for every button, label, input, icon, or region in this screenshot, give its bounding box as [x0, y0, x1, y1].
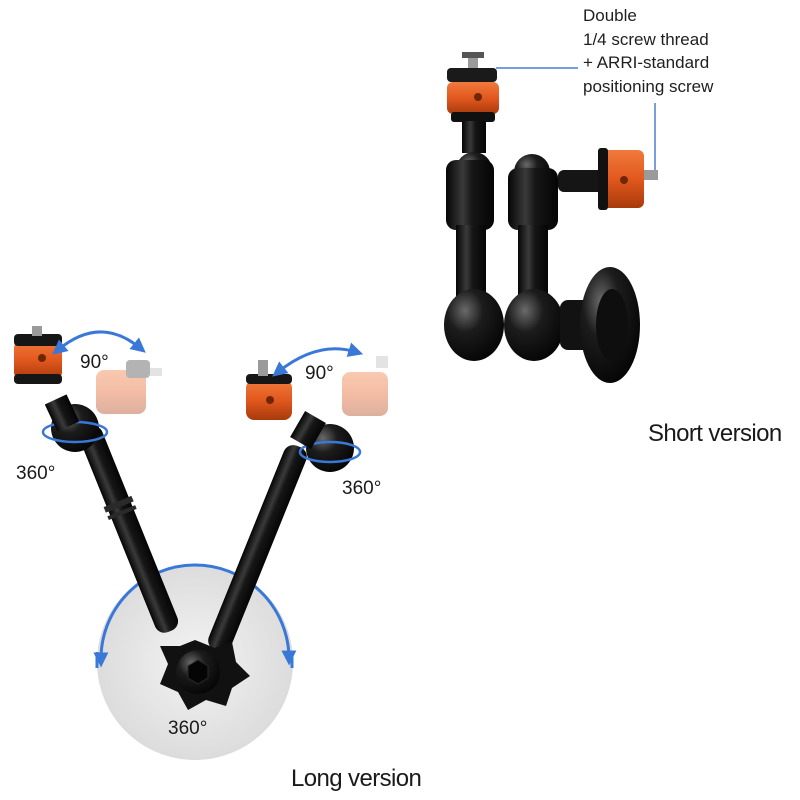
feature-callout: Double 1/4 screw thread + ARRI-standard … — [583, 4, 713, 98]
short-version-arm — [444, 52, 658, 383]
rotation-angle-label-left: 360° — [16, 463, 56, 484]
tilt-angle-label-left: 90° — [80, 352, 109, 373]
tilt-angle-label-right: 90° — [305, 363, 334, 384]
callout-line: 1/4 screw thread — [583, 29, 709, 49]
long-version-label: Long version — [291, 765, 422, 792]
callout-line: Double — [583, 6, 637, 25]
short-version-label: Short version — [648, 420, 782, 447]
rotation-angle-label-right: 360° — [342, 478, 382, 499]
callout-line: positioning screw — [583, 76, 714, 96]
long-version-arm — [14, 326, 388, 760]
callout-line: + ARRI-standard — [583, 53, 710, 72]
base-rotation-angle-label: 360° — [168, 718, 208, 739]
